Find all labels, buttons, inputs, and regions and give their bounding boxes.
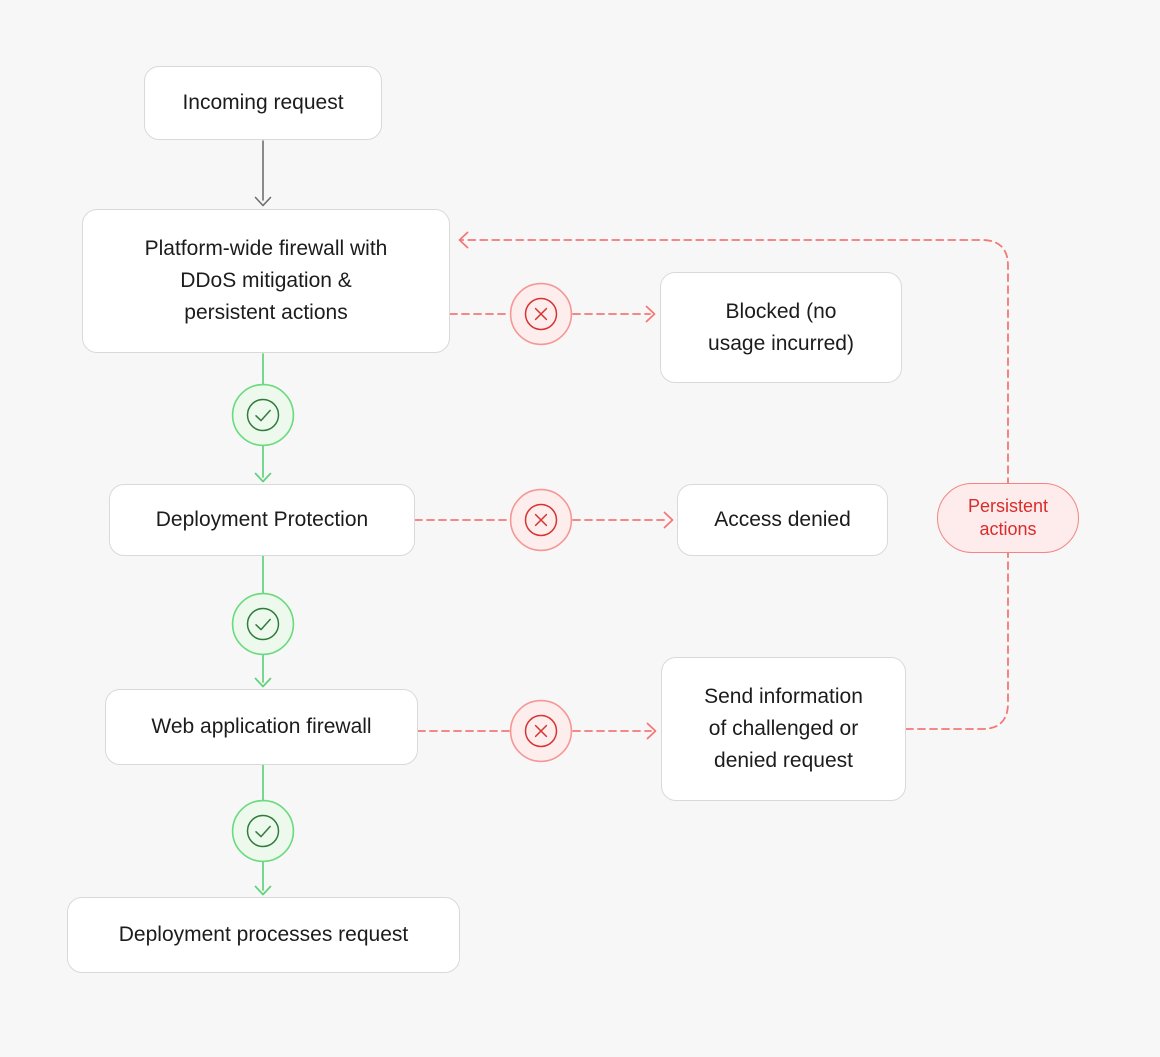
node-platform-firewall-label: Platform-wide firewall with DDoS mitigat… [144, 237, 388, 324]
node-web-application-firewall: Web application firewall [105, 689, 418, 765]
arrow-incoming-to-firewall [254, 140, 272, 207]
node-web-application-firewall-label: Web application firewall [151, 715, 372, 738]
node-access-denied: Access denied [677, 484, 888, 556]
arrow-waf-to-deployment-processes [254, 764, 272, 896]
x-circle-icon [509, 699, 573, 763]
persistent-actions-badge-label: Persistent actions [967, 496, 1049, 539]
check-circle-icon [231, 592, 295, 656]
node-blocked-label: Blocked (no usage incurred) [708, 299, 854, 355]
node-deployment-processes-request: Deployment processes request [67, 897, 460, 973]
check-circle-icon [231, 799, 295, 863]
node-access-denied-label: Access denied [714, 508, 851, 531]
arrow-firewall-to-blocked [449, 305, 656, 323]
node-platform-firewall: Platform-wide firewall with DDoS mitigat… [82, 209, 450, 353]
arrow-deployment-protection-to-waf [254, 555, 272, 688]
node-blocked: Blocked (no usage incurred) [660, 272, 902, 383]
node-incoming-request: Incoming request [144, 66, 382, 140]
node-incoming-request-label: Incoming request [182, 91, 344, 114]
persistent-actions-badge: Persistent actions [937, 483, 1079, 553]
node-send-information: Send information of challenged or denied… [661, 657, 906, 801]
x-circle-icon [509, 488, 573, 552]
node-deployment-processes-request-label: Deployment processes request [118, 923, 409, 946]
x-circle-icon [509, 282, 573, 346]
node-deployment-protection-label: Deployment Protection [155, 508, 369, 531]
arrow-firewall-to-deployment-protection [254, 353, 272, 483]
check-circle-icon [231, 383, 295, 447]
node-deployment-protection: Deployment Protection [109, 484, 415, 556]
arrow-waf-to-send-information [417, 722, 657, 740]
arrow-deployment-protection-to-access-denied [414, 511, 674, 529]
node-send-information-label: Send information of challenged or denied… [704, 685, 863, 772]
